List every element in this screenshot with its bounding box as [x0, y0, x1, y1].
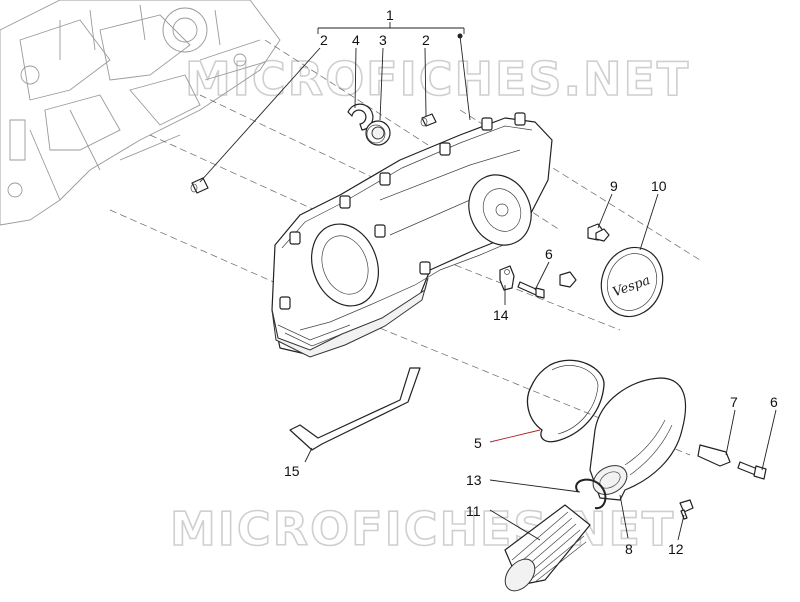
hose-clamp	[575, 478, 607, 510]
callout-4: 4	[352, 32, 360, 48]
gasket-seal	[526, 359, 605, 443]
mounting-bracket	[697, 444, 731, 467]
nut-middle	[595, 228, 610, 242]
watermark-top: MICROFICHES.NET	[185, 52, 690, 106]
breather-rod	[289, 367, 421, 451]
circlip	[347, 103, 374, 131]
callout-2a: 2	[320, 32, 328, 48]
callout-6a: 6	[545, 246, 553, 262]
callout-14: 14	[493, 307, 509, 323]
callout-10: 10	[651, 178, 667, 194]
leader-lines	[199, 22, 777, 541]
callout-8: 8	[625, 541, 633, 557]
engine-crankcase	[0, 0, 281, 226]
leader-dot	[457, 33, 463, 39]
callout-2b: 2	[422, 32, 430, 48]
watermark-bottom: MICROFICHES.NET	[170, 502, 675, 556]
dowel-pin-upper	[420, 113, 437, 127]
bearing	[365, 120, 391, 146]
dowel-pin-lower	[190, 177, 209, 194]
callout-15: 15	[284, 463, 300, 479]
transmission-cover	[271, 112, 553, 358]
bolt-right	[737, 461, 767, 480]
callout-13: 13	[466, 472, 482, 488]
nut-lower	[559, 271, 577, 288]
callout-5: 5	[474, 435, 482, 451]
badge-cover: Vespa	[600, 246, 664, 318]
intake-hose	[504, 504, 591, 592]
callout-labels: 1 2 4 3 2 9 10 6 14 7 6 5 15 13 11 8 12	[284, 7, 778, 557]
callout-12: 12	[668, 541, 684, 557]
callout-3: 3	[379, 32, 387, 48]
callout-11: 11	[466, 503, 481, 519]
callout-6b: 6	[770, 394, 778, 410]
callout-7: 7	[730, 394, 738, 410]
callout-9: 9	[610, 178, 618, 194]
callout-1: 1	[386, 7, 394, 23]
screw	[679, 499, 694, 520]
bracket-clip	[499, 265, 515, 291]
bolt-upper	[517, 281, 545, 299]
